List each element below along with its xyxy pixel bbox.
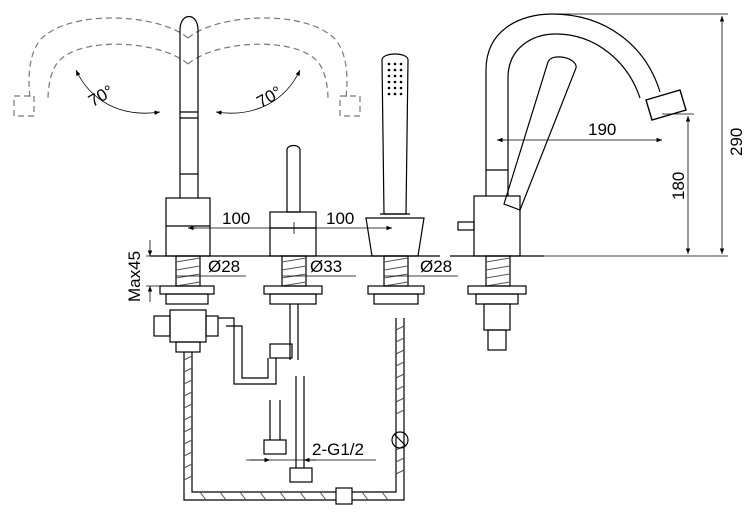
front-view: 70° 70°: [13, 15, 458, 505]
reach-dimension: 190: [497, 120, 662, 143]
shower-nozzle-dots: [387, 62, 403, 96]
hoses: [183, 304, 405, 501]
check-valve: [391, 431, 409, 449]
rotation-arrow-left: [75, 69, 161, 116]
spacing-right-label: 100: [326, 209, 354, 228]
shank-right: [367, 255, 425, 305]
diverter-valve: [153, 309, 219, 353]
spout-height-dimension: 180: [544, 113, 728, 257]
spout-body: [165, 15, 211, 257]
max-deck-label: Max45: [125, 251, 144, 302]
spout-height-label: 180: [669, 172, 688, 200]
side-view: 190 180 290: [450, 13, 746, 351]
mixer-body: [269, 144, 317, 257]
spacing-left-label: 100: [222, 209, 250, 228]
rotation-label-right: 70°: [253, 82, 285, 111]
side-body: [450, 195, 544, 351]
dia-shower-label: Ø28: [420, 257, 452, 276]
total-height-label: 290: [727, 128, 746, 156]
connection-label: 2-G1/2: [312, 440, 364, 459]
dia-mixer-label: Ø33: [310, 257, 342, 276]
connection-dimension: 2-G1/2: [246, 440, 376, 463]
side-spout: [485, 13, 687, 196]
max-deck-dimension: Max45: [125, 240, 176, 302]
spacing-dimension: 100 100: [188, 209, 392, 234]
total-height-dimension: 290: [556, 13, 746, 254]
rotation-arrow-right: [215, 69, 301, 116]
swivel-arc-right: [187, 17, 361, 117]
reach-label: 190: [588, 120, 616, 139]
hand-shower: [365, 53, 425, 257]
shank-middle: [263, 255, 323, 305]
dia-spout-label: Ø28: [208, 257, 240, 276]
hose-nut-connection-left: [263, 439, 287, 455]
hose-coupling-bottom: [335, 487, 353, 505]
diameter-callouts: Ø28 Ø33 Ø28: [176, 257, 458, 277]
side-shower: [503, 56, 577, 211]
hose-nut-connection-right: [289, 467, 313, 483]
swivel-arc-left: [13, 17, 189, 117]
hose-nut-middle: [269, 343, 293, 359]
shank-left: [159, 255, 215, 305]
